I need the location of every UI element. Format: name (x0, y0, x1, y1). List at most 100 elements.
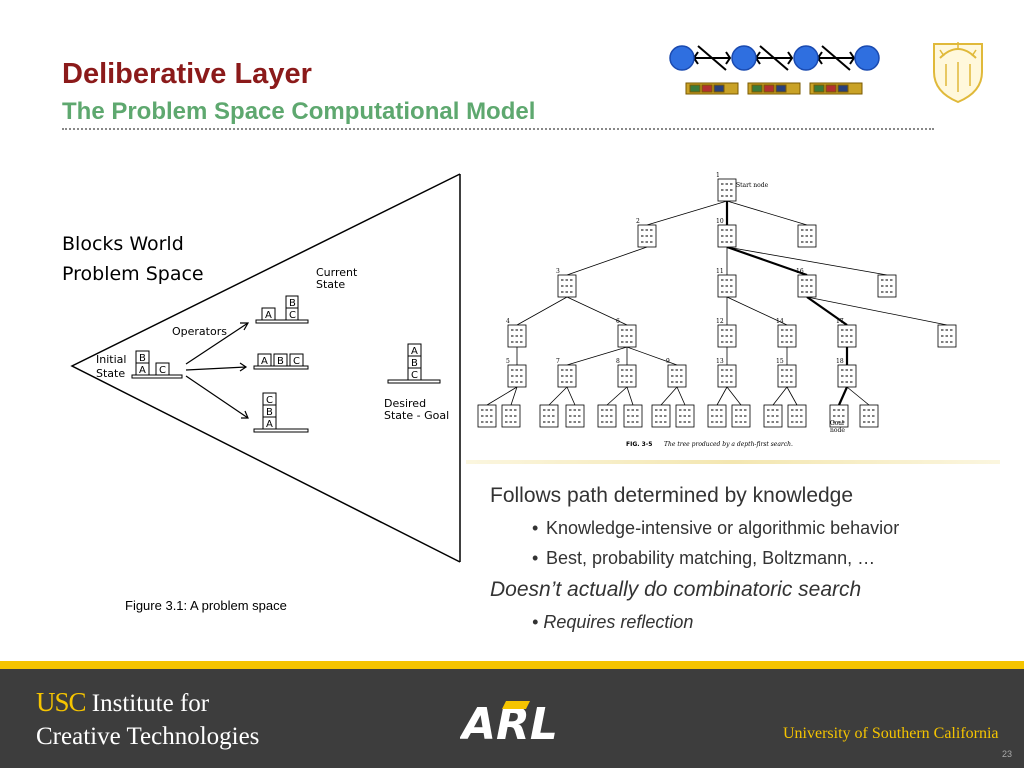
tree-edge (726, 246, 888, 276)
footer-bar: USC Institute for Creative Technologies … (0, 669, 1024, 768)
op-result-top: B A C (255, 295, 309, 324)
bullet-sub-reflection: • Requires reflection (532, 612, 1010, 633)
block-label: B (266, 407, 273, 418)
tree-node-number: 5 (506, 358, 510, 365)
figure-caption-left: Figure 3.1: A problem space (125, 598, 287, 613)
current-state-label-2: State (316, 278, 345, 291)
tree-node-number: 11 (716, 268, 724, 275)
tree-edge (726, 296, 788, 326)
bullet-sub-text: Requires reflection (543, 612, 694, 632)
footer-gold-stripe (0, 661, 1024, 669)
tree-node-number: 3 (556, 268, 560, 275)
block-label: B (289, 298, 296, 309)
slide-subtitle: The Problem Space Computational Model (62, 98, 536, 125)
tree-edge (486, 386, 518, 406)
block-label: A (266, 419, 273, 430)
bullet-char: • (532, 612, 539, 632)
block-label: A (139, 365, 146, 376)
block-label: A (411, 346, 418, 357)
tree-node-number: 8 (616, 358, 620, 365)
op-result-middle: A B C (253, 353, 309, 370)
bullet-main-combinatoric: Doesn’t actually do combinatoric search (490, 578, 862, 601)
tree-edge (660, 386, 678, 406)
tree-node-number: 4 (506, 318, 510, 325)
tree-edge (676, 386, 686, 406)
tree-edge (626, 386, 634, 406)
tree-edge (726, 200, 808, 226)
block-label: C (293, 356, 300, 367)
bullet-sub-probability: • Best, probability matching, Boltzmann, … (532, 548, 1010, 569)
university-name: University of Southern California (783, 725, 999, 742)
bullet-sub-text: Knowledge-intensive or algorithmic behav… (546, 518, 900, 538)
initial-state-label: Initial (96, 353, 126, 366)
creative-technologies-text: Creative Technologies (36, 723, 260, 750)
tree-node-number: 7 (556, 358, 560, 365)
goal-node-label-2: node (830, 427, 845, 434)
usc-wordmark: USC (36, 687, 87, 717)
block-label: B (139, 353, 146, 364)
tree-edge (772, 386, 788, 406)
tree-node-number: 17 (836, 318, 844, 325)
tree-edge (646, 200, 728, 226)
goal-state-blocks: A B C (387, 343, 441, 384)
tree-node-number: 10 (716, 218, 724, 225)
ict-logo: USC Institute for Creative Technologies (36, 687, 259, 752)
block-label: B (411, 358, 418, 369)
block-label: C (159, 365, 166, 376)
block-label: C (289, 310, 296, 321)
bullet-char: • (532, 518, 539, 538)
tree-node-number: 6 (616, 318, 620, 325)
tree-caption: The tree produced by a depth-first searc… (664, 441, 793, 448)
institute-text: Institute for (85, 690, 210, 717)
tree-node-number: 1 (716, 172, 720, 179)
initial-state-blocks: B A C (131, 350, 183, 379)
tree-edge (516, 296, 568, 326)
block-label: C (266, 395, 273, 406)
chain-node-icon (669, 45, 695, 71)
tree-edge (548, 386, 568, 406)
block-label: A (265, 310, 272, 321)
chain-node-icon (793, 45, 819, 71)
slide-title: Deliberative Layer (62, 58, 312, 90)
block-label: B (277, 356, 284, 367)
goal-node-label: Goal (830, 420, 844, 427)
tree-node-number: 15 (776, 358, 784, 365)
tree-node-number: 13 (716, 358, 724, 365)
tree-edge (726, 245, 808, 277)
usc-shield-icon (933, 42, 983, 104)
chain-node-icon (731, 45, 757, 71)
tree-edge (786, 386, 798, 406)
tree-edge (566, 386, 576, 406)
tree-node-number: 16 (796, 268, 804, 275)
tree-edge (806, 296, 848, 326)
op-result-bottom: C B A (253, 392, 309, 433)
tree-edge (566, 346, 628, 366)
current-state-label: Current (316, 266, 358, 279)
tree-edge (566, 296, 628, 326)
tree-divider (466, 460, 1000, 464)
blocks-world-heading: Blocks World (62, 233, 184, 255)
tree-edge (716, 386, 728, 406)
tree-edge (846, 386, 870, 406)
bullet-sub-knowledge-intensive: • Knowledge-intensive or algorithmic beha… (532, 518, 1010, 539)
operators-label: Operators (172, 325, 227, 338)
tree-node-number: 12 (716, 318, 724, 325)
block-label: A (261, 356, 268, 367)
tree-edge (510, 386, 518, 406)
arl-logo: ARL (460, 699, 558, 747)
problem-space-heading: Problem Space (62, 263, 204, 285)
tree-edge (726, 386, 742, 406)
goal-state-label: State - Goal (384, 409, 449, 422)
start-node-label: Start node (736, 182, 769, 189)
tree-edge (606, 386, 628, 406)
tree-node-number: 2 (636, 218, 640, 225)
bullet-sub-text: Best, probability matching, Boltzmann, … (546, 548, 876, 568)
tree-node-number: 14 (776, 318, 784, 325)
tree-node-number: 9 (666, 358, 670, 365)
bullet-char: • (532, 548, 539, 568)
tree-node-number: 18 (836, 358, 844, 365)
title-divider (62, 128, 934, 130)
chain-node-icon (854, 45, 880, 71)
problem-space-cone (70, 173, 461, 563)
